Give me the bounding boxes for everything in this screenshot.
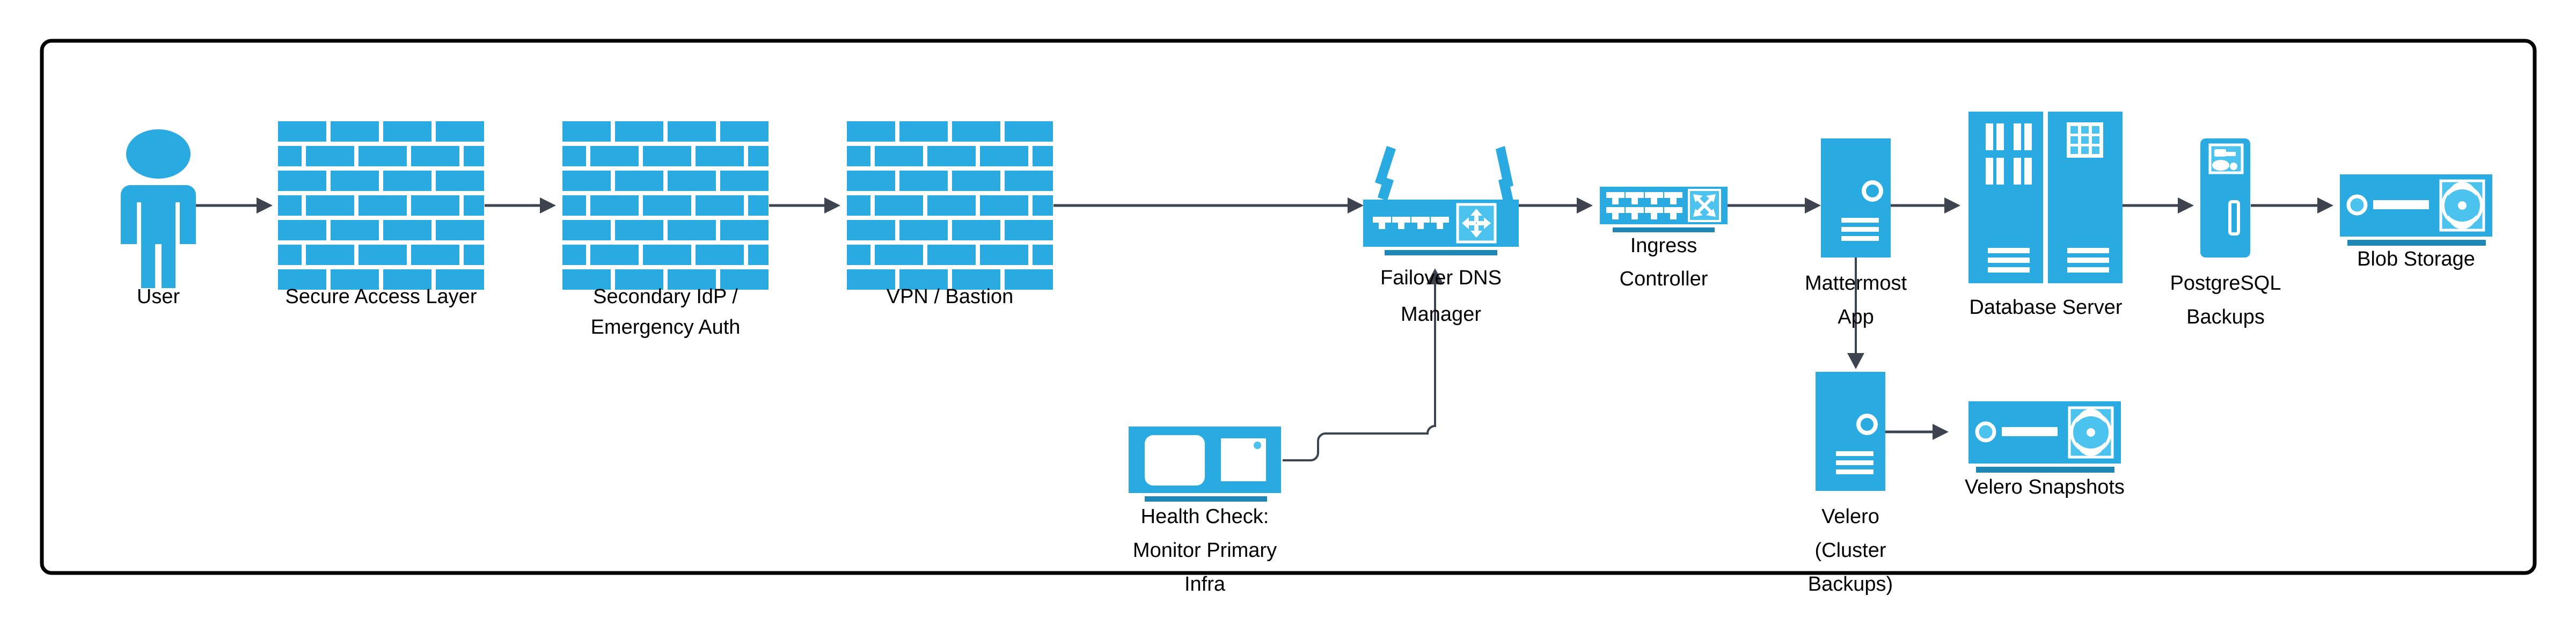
node-mattermost-app-label-line-2: App bbox=[1838, 306, 1874, 328]
firewall-brick-wall-icon bbox=[278, 121, 484, 290]
edge-postgresql-backups-to-blob-storage bbox=[2251, 197, 2333, 214]
storage-disc-icon bbox=[2340, 174, 2492, 246]
node-ingress-controller[interactable]: Ingress Controller bbox=[1600, 187, 1728, 290]
monitor-device-icon bbox=[1129, 427, 1281, 502]
diagram-boundary bbox=[40, 39, 2537, 575]
node-secure-access-layer[interactable]: Secure Access Layer bbox=[278, 121, 484, 308]
node-health-check-label-line-1: Health Check: bbox=[1141, 505, 1269, 528]
node-blob-storage[interactable]: Blob Storage bbox=[2340, 174, 2492, 270]
wireless-router-icon bbox=[1363, 146, 1519, 255]
node-user-label-line-1: User bbox=[137, 285, 180, 308]
edge-mattermost-to-database bbox=[1891, 197, 1960, 214]
edge-user-to-secure-access bbox=[195, 197, 273, 214]
node-velero-label-line-1: Velero bbox=[1821, 505, 1879, 528]
node-database-server-label-line-1: Database Server bbox=[1969, 296, 2122, 319]
firewall-brick-wall-icon bbox=[562, 121, 769, 290]
edge-ingress-to-mattermost bbox=[1728, 197, 1821, 214]
node-velero-snapshots-label-line-1: Velero Snapshots bbox=[1965, 476, 2125, 498]
edge-mattermost-to-velero bbox=[1847, 256, 1864, 369]
edge-failover-dns-to-ingress bbox=[1519, 197, 1593, 214]
node-secure-access-layer-label-line-1: Secure Access Layer bbox=[286, 285, 477, 308]
node-secondary-idp[interactable]: Secondary IdP / Emergency Auth bbox=[562, 121, 769, 339]
node-velero-label-line-3: Backups) bbox=[1808, 573, 1893, 596]
node-database-server[interactable]: Database Server bbox=[1968, 112, 2123, 319]
node-vpn-bastion-label-line-1: VPN / Bastion bbox=[887, 285, 1014, 308]
edge-secondary-idp-to-vpn bbox=[769, 197, 840, 214]
node-failover-dns-manager-label-line-1: Failover DNS bbox=[1380, 267, 1502, 289]
edge-health-check-to-failover-dns bbox=[1283, 268, 1444, 461]
storage-disc-icon bbox=[1968, 401, 2121, 473]
node-blob-storage-label-line-1: Blob Storage bbox=[2357, 248, 2475, 270]
node-secondary-idp-label-line-1: Secondary IdP / bbox=[593, 285, 738, 308]
node-postgresql-backups-label-line-2: Backups bbox=[2186, 306, 2265, 328]
node-failover-dns-manager[interactable]: Failover DNS Manager bbox=[1363, 146, 1519, 326]
node-mattermost-app[interactable]: Mattermost App bbox=[1805, 138, 1907, 328]
node-postgresql-backups[interactable]: PostgreSQL Backups bbox=[2170, 138, 2281, 328]
node-velero-snapshots[interactable]: Velero Snapshots bbox=[1965, 401, 2125, 498]
node-mattermost-app-label-line-1: Mattermost bbox=[1805, 272, 1907, 295]
edge-database-to-postgresql-backups bbox=[2123, 197, 2194, 214]
node-ingress-controller-label-line-1: Ingress bbox=[1630, 234, 1697, 257]
backup-tower-icon bbox=[2200, 138, 2250, 258]
node-health-check-label-line-2: Monitor Primary bbox=[1133, 539, 1277, 562]
node-vpn-bastion[interactable]: VPN / Bastion bbox=[847, 121, 1053, 308]
node-ingress-controller-label-line-2: Controller bbox=[1620, 268, 1708, 290]
node-secondary-idp-label-line-2: Emergency Auth bbox=[591, 316, 741, 339]
edge-velero-to-velero-snapshots bbox=[1885, 424, 1949, 440]
edge-vpn-to-failover-dns bbox=[1053, 197, 1364, 214]
node-velero-label-line-2: (Cluster bbox=[1814, 539, 1886, 562]
server-tower-icon bbox=[1821, 138, 1891, 258]
user-actor-icon bbox=[121, 129, 196, 288]
node-health-check-label-line-3: Infra bbox=[1184, 573, 1226, 596]
node-health-check[interactable]: Health Check: Monitor Primary Infra bbox=[1129, 427, 1281, 596]
server-tower-icon bbox=[1816, 372, 1885, 491]
database-rack-icon bbox=[1968, 112, 2123, 283]
node-user[interactable]: User bbox=[121, 129, 196, 308]
firewall-brick-wall-icon bbox=[847, 121, 1053, 290]
node-velero-cluster-backups[interactable]: Velero (Cluster Backups) bbox=[1808, 372, 1893, 596]
edge-secure-access-to-secondary-idp bbox=[485, 197, 556, 214]
network-switch-icon bbox=[1600, 187, 1728, 232]
node-failover-dns-manager-label-line-2: Manager bbox=[1401, 303, 1481, 326]
node-postgresql-backups-label-line-1: PostgreSQL bbox=[2170, 272, 2281, 295]
